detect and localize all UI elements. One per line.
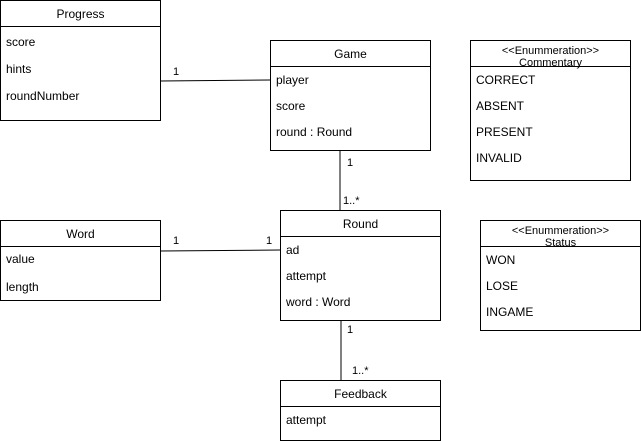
class-progress-name: Progress	[1, 1, 160, 27]
enum-commentary[interactable]: <<Enummeration>> Commentary CORRECT ABSE…	[470, 40, 631, 181]
enum-status-value-won: WON	[486, 253, 516, 267]
class-round-attr-ad: ad	[286, 243, 300, 257]
class-feedback-attr-attempt: attempt	[286, 413, 327, 427]
class-progress-attr-score: score	[6, 35, 36, 49]
class-word-attr-value: value	[6, 252, 35, 266]
class-game-name: Game	[271, 41, 430, 67]
class-game-attr-round: round : Round	[276, 125, 353, 139]
multiplicity-round-side-from-game: 1..*	[343, 195, 360, 207]
multiplicity-game-side: 1	[347, 157, 354, 169]
multiplicity-word-side: 1	[173, 235, 180, 247]
class-feedback-name: Feedback	[281, 381, 440, 407]
enum-status[interactable]: <<Enummeration>> Status WON LOSE INGAME	[480, 220, 641, 331]
enum-status-header: <<Enummeration>> Status	[481, 221, 640, 249]
class-progress[interactable]: Progress score hints roundNumber	[0, 0, 161, 121]
class-word-attr-length: length	[6, 280, 39, 294]
class-game-attr-score: score	[276, 99, 306, 113]
enum-commentary-value-present: PRESENT	[476, 125, 533, 139]
multiplicity-round-side-from-word: 1	[266, 235, 273, 247]
multiplicity-feedback-side: 1..*	[352, 365, 369, 377]
enum-commentary-value-correct: CORRECT	[476, 73, 536, 87]
enum-status-value-lose: LOSE	[486, 279, 519, 293]
class-round-attr-word: word : Word	[286, 295, 351, 309]
class-feedback[interactable]: Feedback attempt	[280, 380, 441, 441]
association-progress-game	[159, 79, 271, 82]
class-word-name: Word	[1, 221, 160, 247]
class-round[interactable]: Round ad attempt word : Word	[280, 210, 441, 321]
enum-commentary-name: Commentary	[519, 57, 582, 69]
class-round-name: Round	[281, 211, 440, 237]
class-game[interactable]: Game player score round : Round	[270, 40, 431, 151]
class-progress-attr-hints: hints	[6, 62, 32, 76]
enum-commentary-stereotype: <<Enummeration>>	[501, 45, 600, 57]
enum-commentary-header: <<Enummeration>> Commentary	[471, 41, 630, 69]
enum-commentary-value-absent: ABSENT	[476, 99, 525, 113]
class-round-attr-attempt: attempt	[286, 269, 327, 283]
multiplicity-round-side-to-feedback: 1	[347, 324, 354, 336]
association-word-round	[159, 249, 281, 252]
class-word[interactable]: Word value length	[0, 220, 161, 301]
class-progress-attr-roundnumber: roundNumber	[6, 89, 80, 103]
enum-status-name: Status	[544, 237, 577, 249]
class-game-attr-player: player	[276, 73, 309, 87]
multiplicity-progress-game: 1	[173, 66, 180, 78]
enum-status-value-ingame: INGAME	[486, 305, 534, 319]
enum-status-stereotype: <<Enummeration>>	[511, 225, 610, 237]
enum-commentary-value-invalid: INVALID	[476, 151, 522, 165]
